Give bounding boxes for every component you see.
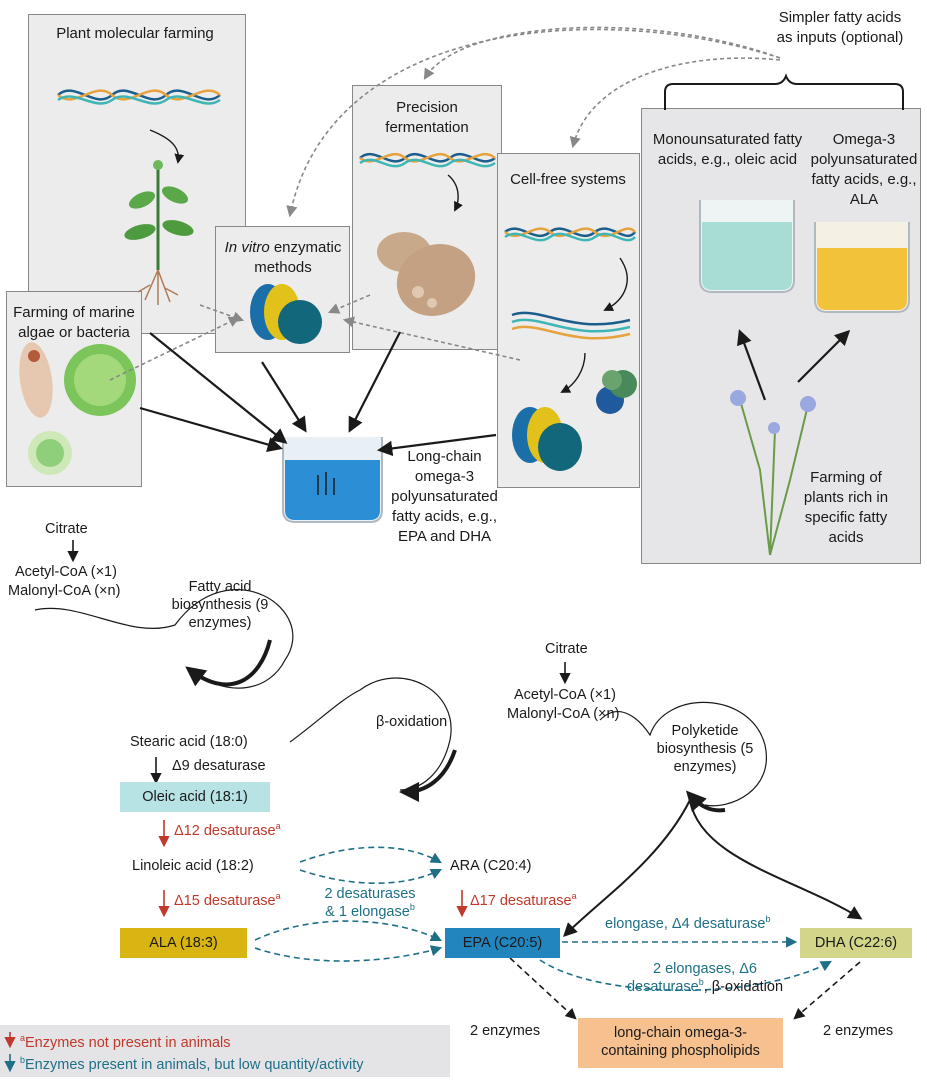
acetyl-right-label: Acetyl-CoA (×1) xyxy=(514,687,616,703)
oleic-chip: Oleic acid (18:1) xyxy=(120,782,270,812)
beta-ox-label: β-oxidation xyxy=(376,714,448,730)
two-elong-line1: 2 elongases, Δ6 xyxy=(652,961,757,977)
farming-plants-label: Farming of plants rich in specific fatty… xyxy=(803,469,889,546)
two-desat-line2-text: & 1 elongase xyxy=(325,904,410,920)
two-elong-line2b: , β-oxidation xyxy=(703,979,784,995)
legend-a: aEnzymes not present in animals xyxy=(20,1034,231,1052)
malonyl-right-label: Malonyl-CoA (×n) xyxy=(507,706,620,722)
d17-sup: a xyxy=(571,891,577,902)
inputs-brace xyxy=(664,73,904,110)
in-vitro-rest: enzymatic methods xyxy=(254,239,342,276)
enzyme-cell-free-icon xyxy=(512,407,582,471)
two-desat-line2: & 1 elongaseb xyxy=(310,903,430,921)
malonyl-left-label: Malonyl-CoA (×n) xyxy=(8,583,121,599)
legend-a-text: Enzymes not present in animals xyxy=(25,1035,231,1051)
in-vitro-italic: In vitro xyxy=(224,239,270,256)
d15-label: Δ15 desaturasea xyxy=(174,892,281,910)
algae-icon xyxy=(19,342,136,475)
ala-chip: ALA (18:3) xyxy=(120,928,247,958)
d15-sup: a xyxy=(275,891,281,902)
linoleic-label: Linoleic acid (18:2) xyxy=(132,858,254,874)
fa-biosynthesis-label: Fatty acid biosynthesis (9 enzymes) xyxy=(171,579,269,631)
d12-sup: a xyxy=(275,821,281,832)
beaker-mufa-icon xyxy=(699,200,795,293)
fa-cycle xyxy=(34,589,294,689)
d9-label: Δ9 desaturase xyxy=(172,758,266,774)
two-elong-line2a: desaturase xyxy=(626,979,699,995)
enzyme-in-vitro-icon xyxy=(250,284,322,344)
citrate-right-label: Citrate xyxy=(545,641,588,657)
two-elong-label: 2 elongases, Δ6 desaturaseb, β-oxidation xyxy=(610,960,800,996)
mrna-cell-free-icon xyxy=(511,311,631,340)
d12-text: Δ12 desaturase xyxy=(174,823,276,839)
two-elong-line2: desaturaseb, β-oxidation xyxy=(610,978,800,996)
farming-plants-panel xyxy=(641,108,921,564)
d15-text: Δ15 desaturase xyxy=(174,893,276,909)
plant-molecular-farming-panel xyxy=(28,14,246,334)
legend xyxy=(0,1025,450,1077)
precision-fermentation-label: Precision fermentation xyxy=(385,99,469,136)
two-desat-label: 2 desaturases & 1 elongaseb xyxy=(310,885,430,921)
legend-b-sup: b xyxy=(20,1055,26,1066)
citrate-left-label: Citrate xyxy=(45,521,88,537)
dha-chip: DHA (C22:6) xyxy=(800,928,912,958)
two-elong-sup: b xyxy=(698,977,704,988)
dna-helix-fermentation-icon xyxy=(359,152,496,168)
dna-helix-cell-free-icon xyxy=(504,227,636,242)
legend-b-text: Enzymes present in animals, but low quan… xyxy=(25,1057,364,1073)
elong-d4-label: elongase, Δ4 desaturaseb xyxy=(605,915,770,933)
legend-b: bEnzymes present in animals, but low qua… xyxy=(20,1056,364,1074)
yeast-icon xyxy=(377,232,476,316)
legend-a-sup: a xyxy=(20,1033,26,1044)
beaker-lc-omega3-icon xyxy=(282,437,383,523)
plant-molecular-farming-label: Plant molecular farming xyxy=(56,25,214,42)
marine-farming-label: Farming of marine algae or bacteria xyxy=(13,304,135,341)
simpler-inputs-label: Simpler fatty acids as inputs (optional) xyxy=(776,9,904,46)
dna-helix-plant-icon xyxy=(57,89,221,105)
omega3-label: Omega-3 polyunsaturated fatty acids, e.g… xyxy=(810,131,918,208)
beaker-omega3-icon xyxy=(814,222,910,313)
epa-chip: EPA (C20:5) xyxy=(445,928,560,958)
phospholipids-chip: long-chain omega-3-containing phospholip… xyxy=(578,1018,783,1068)
stearic-label: Stearic acid (18:0) xyxy=(130,734,248,750)
d17-text: Δ17 desaturase xyxy=(470,893,572,909)
two-desat-line1: 2 desaturases xyxy=(324,886,416,902)
d12-label: Δ12 desaturasea xyxy=(174,822,281,840)
acetyl-left-label: Acetyl-CoA (×1) xyxy=(15,564,117,580)
cell-free-label: Cell-free systems xyxy=(510,171,626,188)
polyketide-label: Polyketide biosynthesis (5 enzymes) xyxy=(656,723,754,775)
two-enz-left-label: 2 enzymes xyxy=(470,1023,541,1039)
flax-plant-icon xyxy=(730,390,816,556)
mufa-label: Monounsaturated fatty acids, e.g., oleic… xyxy=(652,131,803,168)
in-vitro-label: In vitro enzymatic methods xyxy=(218,238,348,278)
two-enz-right-label: 2 enzymes xyxy=(823,1023,894,1039)
plant-icon xyxy=(124,160,194,305)
ara-label: ARA (C20:4) xyxy=(450,858,532,874)
elong-d4-sup: b xyxy=(765,914,771,925)
two-desat-sup: b xyxy=(409,902,415,913)
d17-label: Δ17 desaturasea xyxy=(470,892,577,910)
ribosome-icon xyxy=(596,370,637,414)
elong-d4-text: elongase, Δ4 desaturase xyxy=(605,916,766,932)
lc-omega3-label: Long-chain omega-3 polyunsaturated fatty… xyxy=(391,448,498,545)
